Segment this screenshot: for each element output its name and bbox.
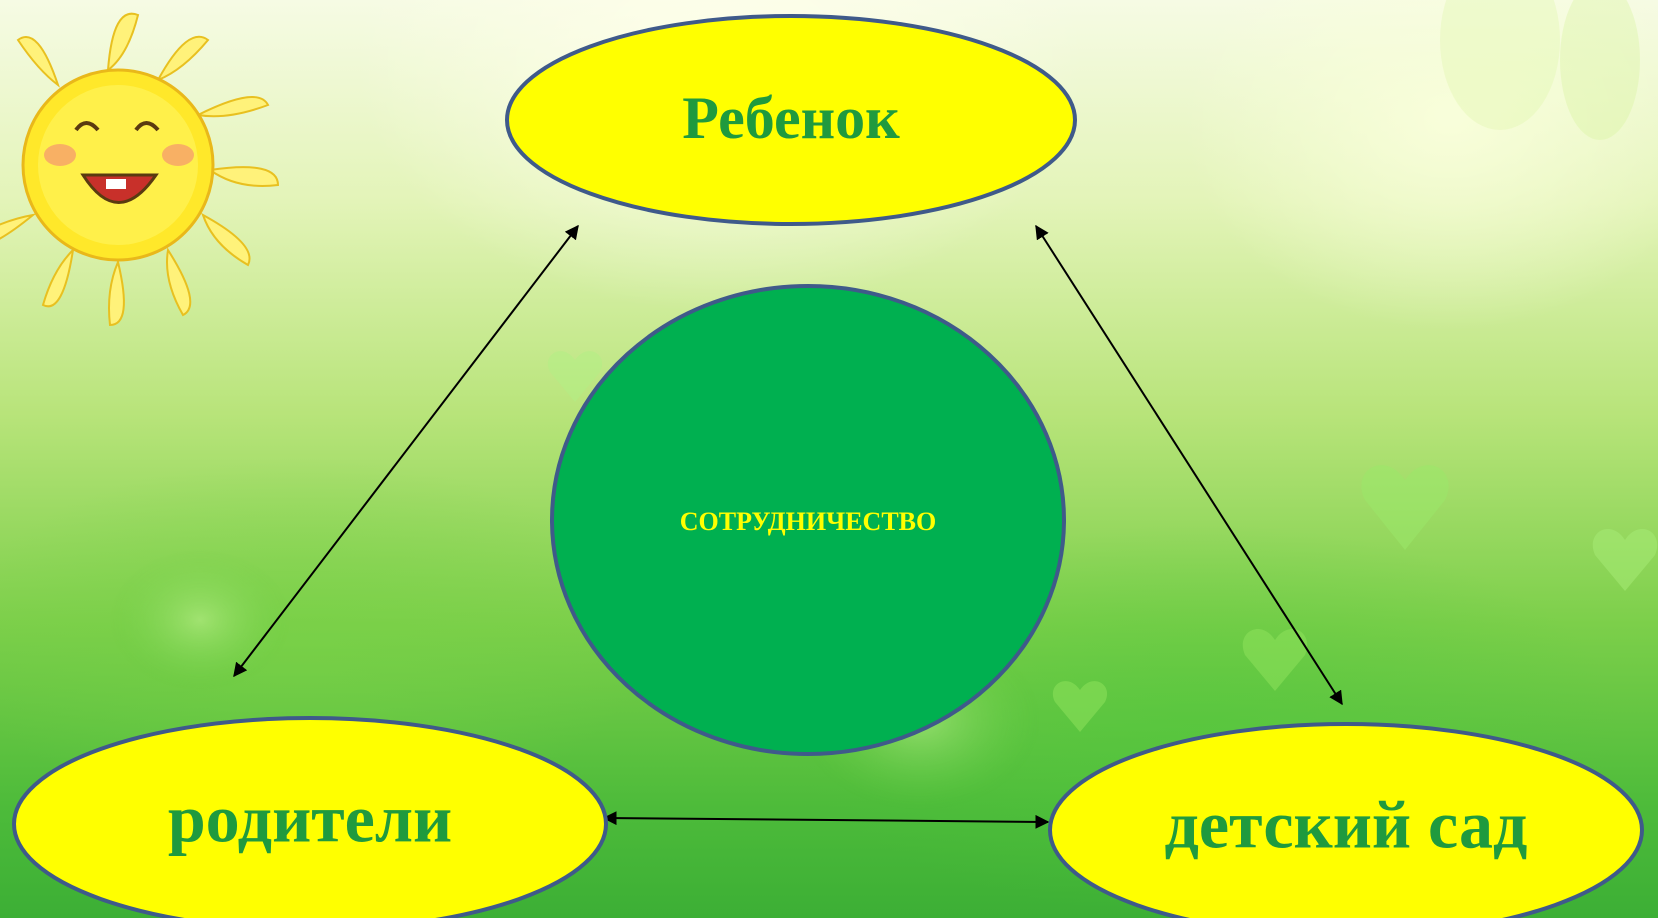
smiling-sun-icon [0,12,280,327]
node-cooperation-label: СОТРУДНИЧЕСТВО [680,507,936,536]
node-kindergarten: детский сад [1048,722,1644,918]
heart-icon [1052,681,1108,732]
heart-icon [1592,528,1658,591]
node-parents-label: родители [168,781,452,857]
heart-icon [1242,628,1308,691]
heart-icon [1361,465,1449,550]
arrow-child-parents [233,224,579,678]
node-child-label: Ребенок [682,85,900,151]
node-parents: родители [12,716,608,918]
arrow-child-kindergarten [1035,224,1343,706]
node-kindergarten-label: детский сад [1165,787,1528,863]
node-child: Ребенок [505,14,1077,226]
node-cooperation: СОТРУДНИЧЕСТВО [550,284,1066,756]
arrow-parents-kindergarten [602,811,1050,829]
